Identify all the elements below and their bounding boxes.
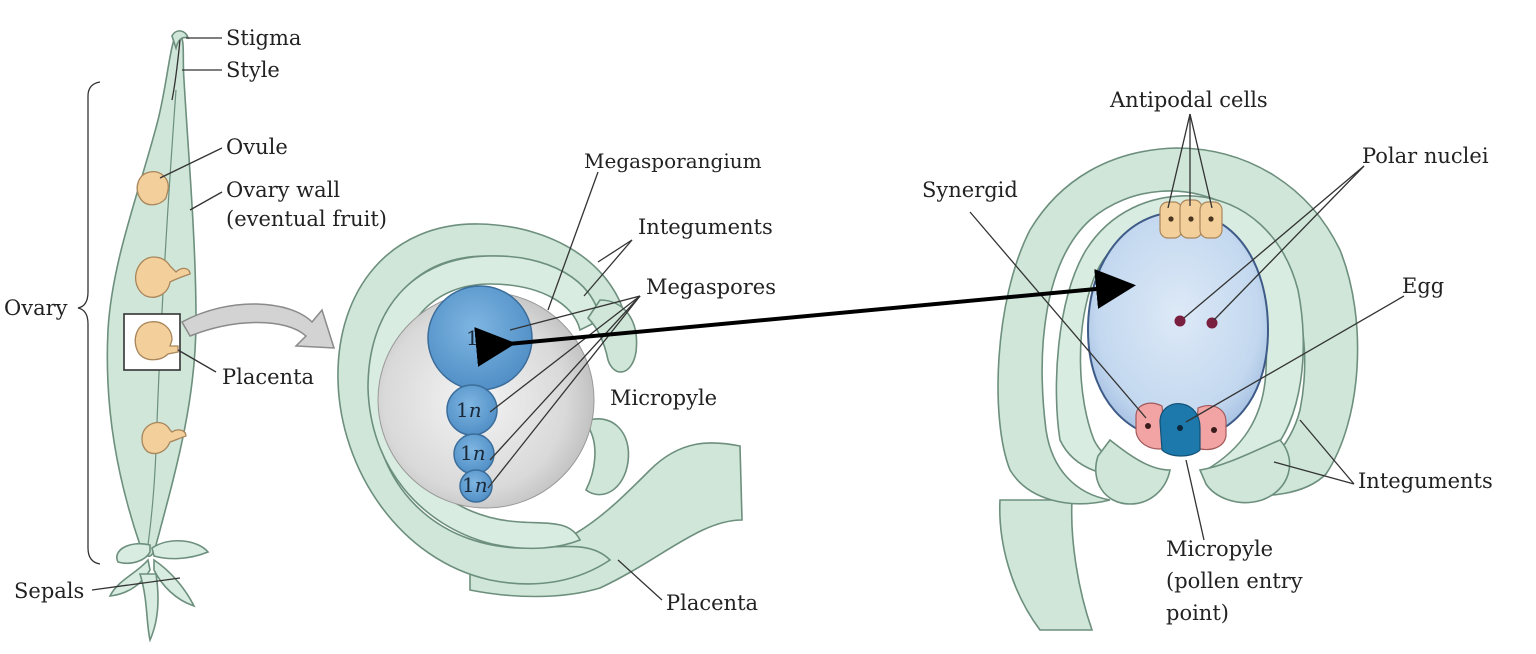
antipodal-leader-c (1189, 113, 1213, 209)
label-micropyle-3: Micropyle (1166, 537, 1273, 561)
label-eventual-fruit: (eventual fruit) (226, 207, 387, 231)
polar-nucleus-1 (1174, 315, 1186, 327)
label-ovule: Ovule (226, 135, 288, 159)
ovule-2 (135, 256, 191, 298)
megaspore-2-label: 1n (456, 398, 482, 422)
embryo-sac-panel: Antipodal cells Polar nuclei Synergid Eg… (922, 88, 1493, 631)
polar-leader-b (1213, 165, 1365, 321)
ovule-4 (141, 421, 187, 455)
megaspore-4-label: 1n (462, 473, 488, 497)
ovule-1 (136, 171, 169, 206)
pistil-seam (147, 89, 177, 546)
micropyle-lip-left (1095, 438, 1171, 505)
megaspore-1-label: 1n (466, 326, 492, 350)
label-placenta-1: Placenta (222, 365, 314, 389)
enlarge-arrow (180, 303, 336, 349)
antipodal-cells (1159, 199, 1223, 239)
placenta-leader-1 (177, 349, 217, 373)
placenta-leader-2 (617, 559, 663, 601)
egg-leader (1185, 295, 1405, 423)
label-egg: Egg (1402, 274, 1444, 298)
label-point: point) (1166, 601, 1229, 625)
ovary-wall-leader (189, 191, 223, 211)
pistil-panel: Stigma Style Ovule Ovary wall (eventual … (4, 26, 387, 643)
integuments-leader-d (1273, 461, 1355, 485)
micropyle-leader (1185, 459, 1205, 541)
ovule-leader (159, 147, 223, 179)
label-micropyle-2: Micropyle (610, 386, 717, 410)
inner-integument-sac (1055, 195, 1305, 477)
funiculus (998, 499, 1094, 631)
label-megasporangium: Megasporangium (584, 149, 762, 173)
correspondence-arrow (474, 269, 1136, 367)
integuments-leader-c (1299, 419, 1355, 485)
label-synergid: Synergid (922, 178, 1018, 202)
label-placenta-2: Placenta (666, 591, 758, 615)
label-ovary: Ovary (4, 296, 68, 320)
ovary-bracket (77, 81, 101, 565)
egg-apparatus (1135, 402, 1227, 457)
sepals (108, 539, 210, 643)
micropyle-lip-lower (584, 418, 630, 496)
label-megaspores: Megaspores (646, 275, 776, 299)
polar-leader-a (1183, 165, 1365, 319)
megaspore-4 (459, 469, 493, 503)
polar-nucleus-2 (1206, 317, 1218, 329)
sepals-leader (91, 577, 181, 591)
ovule-panel: 1n 1n 1n 1n Megasporangium Integuments M… (337, 149, 776, 615)
label-integuments-2: Integuments (638, 215, 773, 239)
micropyle-lip-right (1198, 439, 1291, 504)
label-style: Style (226, 58, 280, 82)
integuments-leader-a (597, 239, 633, 263)
synergid-right (1195, 405, 1227, 451)
style-line (171, 39, 181, 101)
megaspore-3-label: 1n (460, 441, 486, 465)
label-sepals: Sepals (14, 579, 84, 603)
label-stigma: Stigma (226, 26, 301, 50)
label-pollen-entry: (pollen entry (1166, 569, 1303, 593)
label-integuments-3: Integuments (1358, 469, 1493, 493)
label-ovary-wall: Ovary wall (226, 178, 340, 202)
label-polar-nuclei: Polar nuclei (1362, 144, 1489, 168)
antipodal-leader-a (1167, 113, 1191, 209)
label-antipodal-cells: Antipodal cells (1109, 88, 1268, 112)
ovule-3 (123, 313, 181, 371)
